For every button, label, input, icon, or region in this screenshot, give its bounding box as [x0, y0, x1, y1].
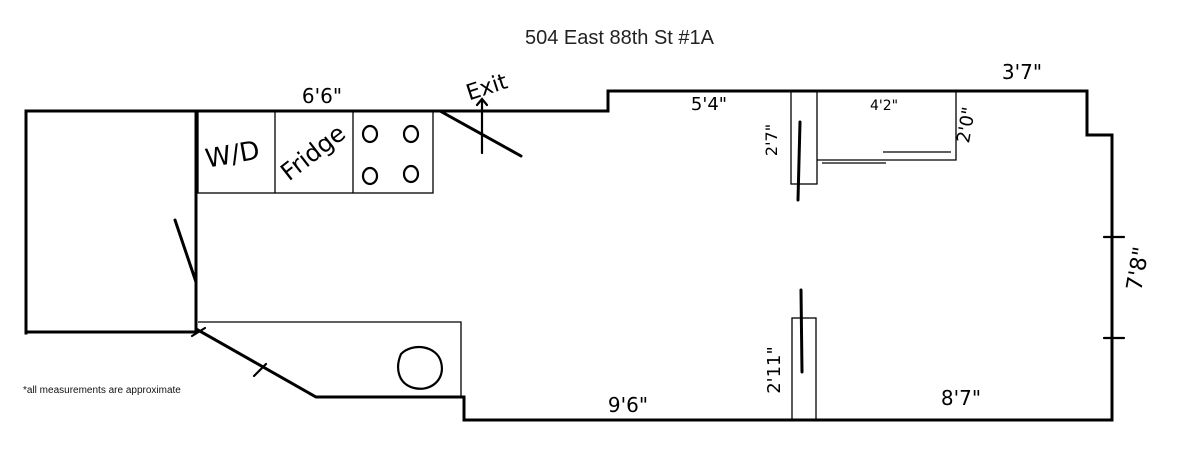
exit-door	[438, 97, 523, 158]
stove-burners	[361, 124, 420, 186]
measurement-note: *all measurements are approximate	[23, 385, 181, 396]
bathroom	[190, 321, 462, 397]
dim-upper-partition: 2'7"	[762, 124, 781, 156]
dim-bottom-left: 9'6"	[608, 393, 648, 417]
closet	[817, 91, 957, 164]
kitchen-counter	[197, 110, 434, 194]
dim-lower-partition: 2'11"	[764, 346, 785, 394]
dim-bottom-right: 8'7"	[941, 386, 981, 410]
dim-upper-mid: 5'4"	[691, 94, 727, 115]
wd-label: W/D	[203, 136, 262, 175]
plan-title: 504 East 88th St #1A	[524, 27, 715, 49]
dim-closet-depth: 2'0"	[953, 105, 980, 144]
dim-closet-width: 4'2"	[870, 98, 898, 114]
dim-kitchen-top: 6'6"	[302, 84, 342, 108]
dim-top-right: 3'7"	[1002, 60, 1042, 84]
lower-partition	[791, 288, 817, 421]
exit-label: Exit	[463, 69, 511, 106]
left-room-door	[173, 218, 198, 284]
fridge-label: Fridge	[275, 119, 350, 187]
right-wall-ticks	[1102, 235, 1126, 340]
dim-right-side: 7'8"	[1122, 245, 1154, 293]
outer-walls	[24, 89, 1114, 422]
upper-partition	[790, 90, 818, 202]
